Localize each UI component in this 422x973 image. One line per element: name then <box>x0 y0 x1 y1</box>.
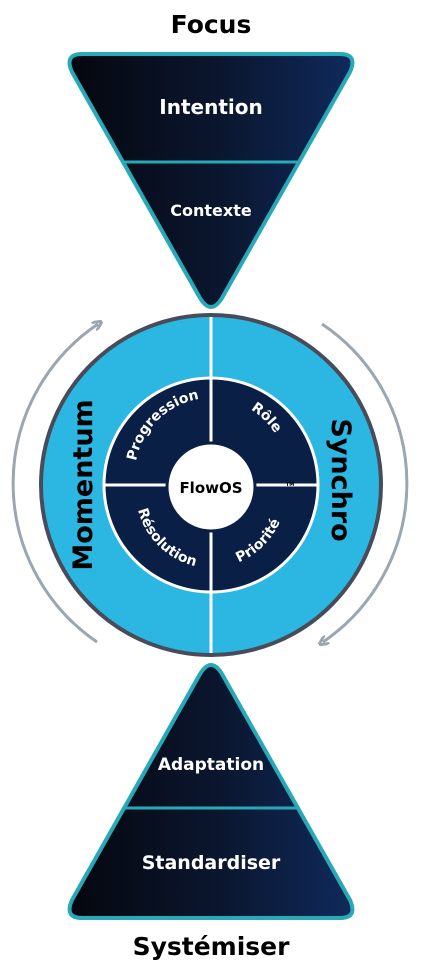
title-systemiser: Systémiser <box>133 932 291 961</box>
center-circle <box>165 441 257 533</box>
bottom-funnel: Adaptation Standardiser <box>67 663 355 920</box>
top-funnel: Intention Contexte <box>67 52 355 309</box>
title-focus: Focus <box>171 10 252 39</box>
top-funnel-upper-label: Intention <box>159 95 262 119</box>
ring-label-momentum: Momentum <box>68 399 99 570</box>
top-funnel-shape <box>67 52 355 309</box>
bottom-funnel-lower-label: Standardiser <box>142 852 281 874</box>
ring-label-synchro: Synchro <box>325 418 356 541</box>
center-label: FlowOS <box>179 479 242 497</box>
bottom-funnel-upper-label: Adaptation <box>158 755 264 775</box>
left-cycle-arrow <box>11 324 98 644</box>
trademark-mark: TM <box>286 482 294 488</box>
top-funnel-lower-label: Contexte <box>170 201 252 220</box>
right-cycle-arrow <box>322 322 409 642</box>
flow-ring: Progression Rôle Résolution Priorité Flo… <box>39 313 383 657</box>
bottom-funnel-shape <box>67 663 355 920</box>
